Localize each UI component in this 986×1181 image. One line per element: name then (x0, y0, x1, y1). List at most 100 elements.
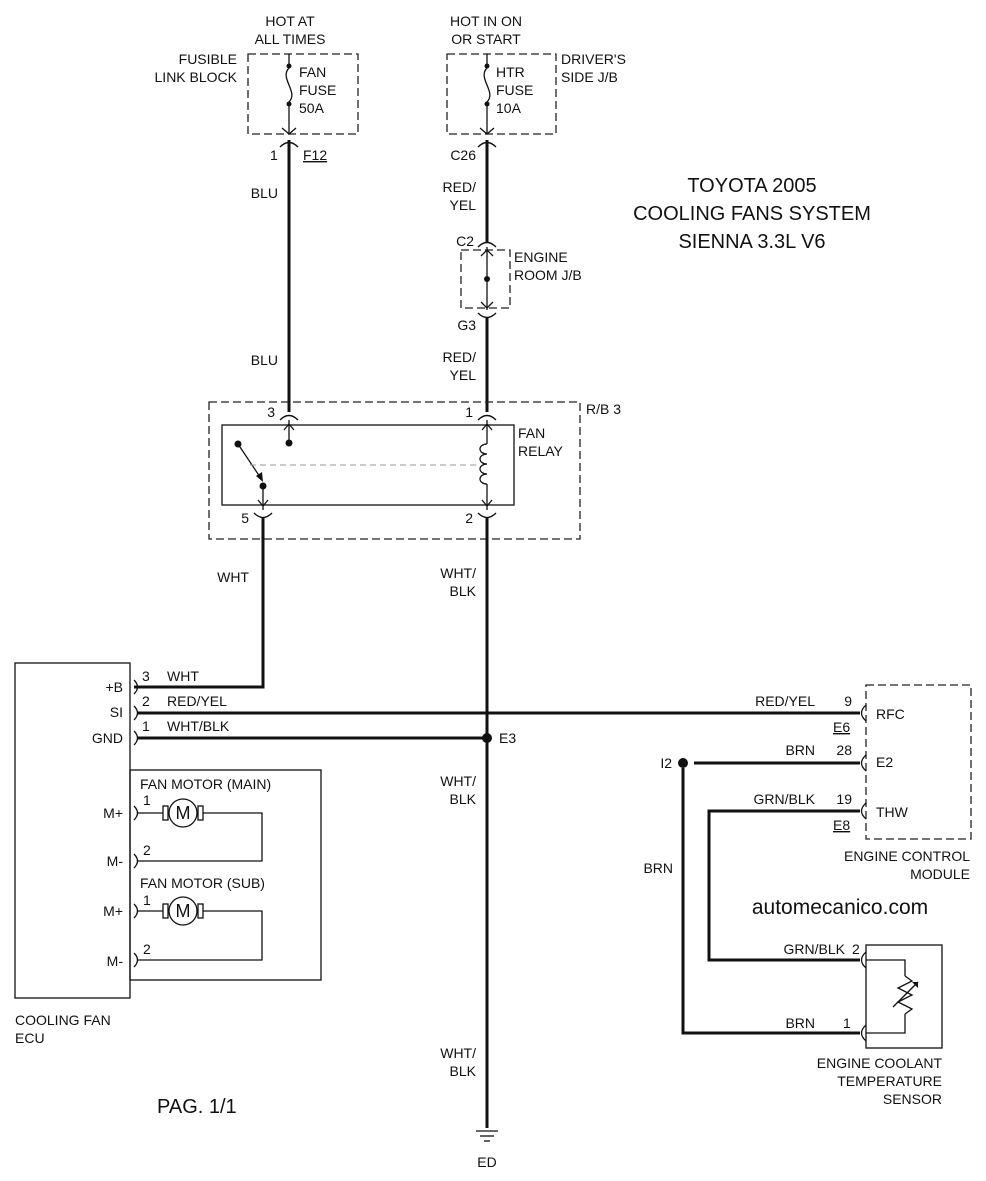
title-line-3: SIENNA 3.3L V6 (678, 231, 825, 253)
watermark: automecanico.com (752, 896, 928, 919)
htr-fuse-name-1: HTR (496, 64, 525, 80)
fan-motor-main-return (138, 812, 263, 862)
splice-e3-label: E3 (499, 730, 516, 746)
sensor-pin-1: 1 (843, 1015, 851, 1031)
coolant-temp-sensor: GRN/BLK 2 BRN 1 ENGINE COOLANT TEMPERATU… (784, 941, 943, 1107)
fan-fuse-element-icon (285, 67, 293, 103)
fan-motor-sub-brush-right (197, 903, 204, 919)
relay-switch-arm (237, 443, 263, 481)
ecu-pin-1-connector-icon (133, 730, 139, 746)
fan-motor-box-outline (129, 769, 322, 981)
wire-brn: I2 BRN (643, 755, 860, 1035)
ecm-e2-wire: BRN (785, 742, 815, 758)
fan-fuse-name-2: FUSE (299, 82, 336, 98)
wire-red-yel-upper-label-1: RED/ (443, 179, 477, 195)
ecu-wire-wht: WHT (167, 668, 199, 684)
relay-pin-3: 3 (267, 404, 275, 420)
sensor-pin1-connector-icon (860, 1024, 867, 1042)
title-line-2: COOLING FANS SYSTEM (633, 203, 871, 225)
ecm-e2-pin: 28 (836, 742, 852, 758)
sensor-pin2-wire: GRN/BLK (784, 941, 846, 957)
engine-control-module: ENGINE CONTROL MODULE RED/YEL 9 RFC E6 B… (754, 684, 972, 882)
fan-motor-main-symbol: M (176, 803, 191, 823)
fan-motor-main-pin-minus: 2 (143, 842, 151, 858)
engine-room-jb-box (460, 249, 511, 309)
drivers-side-jb-label-1: DRIVER'S (561, 51, 626, 67)
thermistor-arrowhead-icon (912, 982, 918, 988)
ecu-pin-2-connector-icon (133, 705, 139, 721)
htr-fuse-group: HOT IN ON OR START DRIVER'S SIDE J/B HTR… (446, 13, 626, 163)
wire-brn-line (681, 768, 860, 1035)
sensor-box (865, 944, 943, 1049)
ground-ed: ED (476, 1130, 498, 1170)
thermistor-icon (896, 975, 914, 1015)
wire-brn-vertical-label: BRN (643, 860, 673, 876)
cooling-fan-ecu-name-2: ECU (15, 1030, 45, 1046)
relay-pin-1: 1 (465, 404, 473, 420)
fan-motor-main-minus-label: M- (107, 853, 124, 869)
sensor-pin2-connector-icon (860, 951, 867, 969)
engine-room-jb: C2 G3 ENGINE ROOM J/B (456, 233, 582, 333)
fan-fuse-name-1: FAN (299, 64, 326, 80)
fan-motor-main-brush-right (197, 805, 204, 821)
thermistor-variable-arrow-icon (892, 981, 919, 1008)
wire-wht-blk-label-2: BLK (450, 583, 477, 599)
fusible-link-block-box (247, 53, 359, 135)
relay-pin-2: 2 (465, 510, 473, 526)
wire-wht-blk-ground: WHT/ BLK WHT/ BLK WHT/ BLK E3 (440, 518, 516, 1128)
relay-contact-arrow-icon (283, 422, 295, 431)
sensor-name-1: ENGINE COOLANT (817, 1055, 943, 1071)
ecu-pin-label-gnd: GND (92, 730, 123, 746)
sensor-lead-bottom (866, 1014, 906, 1034)
fan-motor-sub-minus-connector-icon (133, 952, 139, 968)
htr-fuse-terminal-top (484, 63, 490, 69)
relay-block-label: R/B 3 (586, 401, 621, 417)
fan-motor-main-plus-connector-icon (133, 805, 139, 821)
htr-fuse-supply-2: OR START (451, 31, 521, 47)
ecm-name-1: ENGINE CONTROL (844, 848, 970, 864)
wire-wht-label: WHT (217, 569, 249, 585)
ecu-pin-2-num: 2 (142, 693, 150, 709)
htr-fuse-arrow-icon (479, 127, 495, 135)
fan-fuse-group: HOT AT ALL TIMES FUSIBLE LINK BLOCK FAN … (155, 13, 359, 163)
htr-fuse-element-icon (483, 67, 491, 103)
splice-i2-label: I2 (660, 755, 672, 771)
ecm-rfc-label: RFC (876, 706, 905, 722)
relay-coil-icon (479, 443, 488, 485)
drivers-side-jb-box (446, 53, 557, 135)
sensor-lead-top (866, 959, 906, 976)
wire-red-yel-lower-label-2: YEL (450, 367, 477, 383)
ecm-name-2: MODULE (910, 866, 970, 882)
diagram-title: TOYOTA 2005 COOLING FANS SYSTEM SIENNA 3… (633, 175, 871, 253)
relay-pin-2-connector-icon (477, 512, 497, 519)
wire-red-yel-lower-label-1: RED/ (443, 349, 477, 365)
fan-motor-main-plus-label: M+ (103, 805, 123, 821)
sensor-name-3: SENSOR (883, 1091, 942, 1107)
cooling-fan-ecu-name-1: COOLING FAN (15, 1012, 111, 1028)
wire-wht-blk-mid-label-1: WHT/ (440, 773, 476, 789)
wire-wht-blk-label-1: WHT/ (440, 565, 476, 581)
ecm-box (865, 684, 972, 840)
fan-motor-main-minus-connector-icon (133, 853, 139, 869)
fan-motor-sub-title: FAN MOTOR (SUB) (140, 875, 265, 891)
ecm-thw-connector-icon (860, 802, 867, 820)
ecu-wire-red-yel: RED/YEL (167, 693, 227, 709)
engine-room-jb-label-1: ENGINE (514, 249, 568, 265)
cooling-fan-ecu: COOLING FAN ECU +B SI GND 3 2 1 WHT RED/… (14, 662, 230, 1046)
engine-room-jb-in-icon (477, 241, 497, 248)
fusible-link-block-label-2: LINK BLOCK (155, 69, 238, 85)
fan-motor-sub-plus-connector-icon (133, 903, 139, 919)
relay-fixed-contact (285, 439, 293, 447)
engine-room-jb-out-connector: G3 (457, 317, 476, 333)
fan-fuse-supply-1: HOT AT (265, 13, 315, 29)
fan-fuse-supply-2: ALL TIMES (255, 31, 326, 47)
relay-coil-arrow-bottom-icon (481, 499, 493, 508)
fan-motor-main-pin-plus: 1 (143, 792, 151, 808)
relay-block-box (208, 401, 581, 540)
ecu-pin-3-num: 3 (142, 668, 150, 684)
htr-fuse-name-2: FUSE (496, 82, 533, 98)
fan-motor-main-title: FAN MOTOR (MAIN) (140, 776, 271, 792)
fan-motor-main-brush-left (162, 805, 169, 821)
wire-blu: BLU BLU (251, 140, 291, 412)
fan-fuse-connector: F12 (303, 147, 327, 163)
